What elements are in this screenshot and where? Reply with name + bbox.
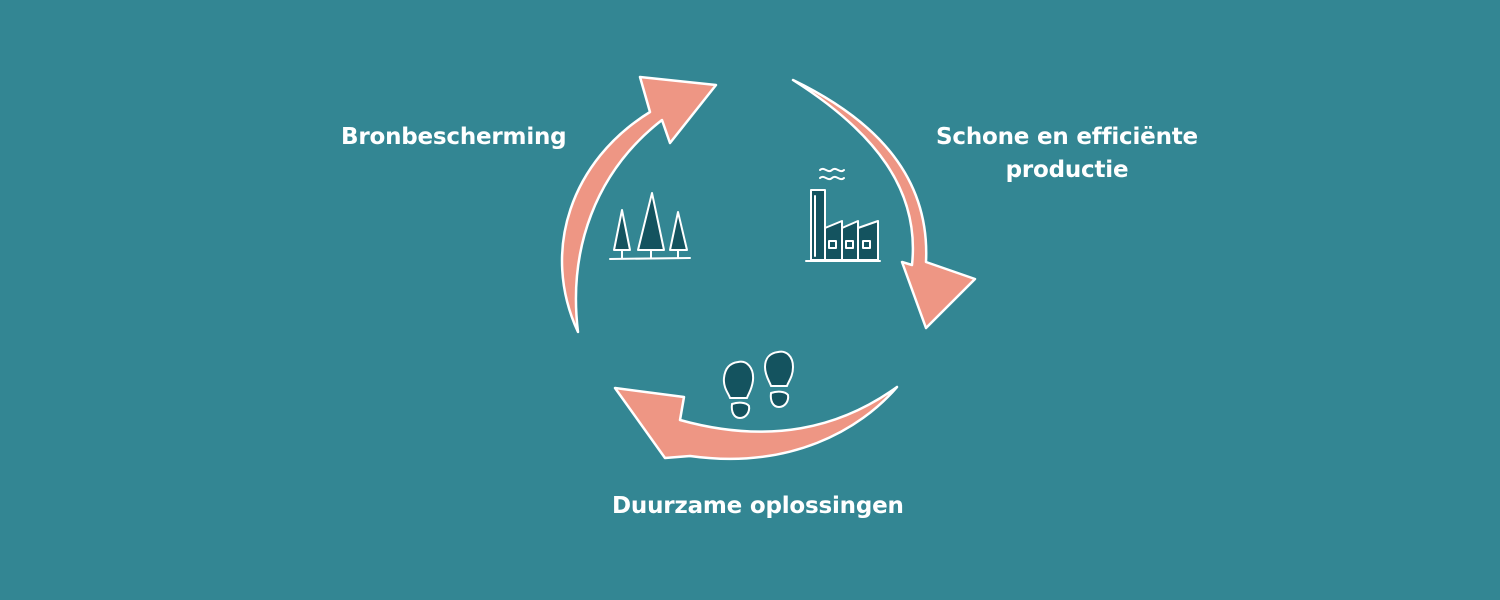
factory-icon	[805, 167, 881, 262]
label-clean-production-line1: Schone en efficiënte	[936, 124, 1198, 150]
trees-icon	[609, 192, 691, 260]
cycle-arrow-bottom	[613, 385, 899, 461]
label-clean-production-line2: productie	[1005, 157, 1129, 183]
label-sustainable-solutions: Duurzame oplossingen	[612, 493, 904, 519]
label-source-protection: Bronbescherming	[341, 124, 567, 150]
cycle-arrow-left	[560, 75, 718, 334]
footprints-icon	[722, 350, 794, 419]
cycle-arrow-right	[791, 78, 977, 330]
label-clean-production: Schone en efficiënte productie	[936, 121, 1198, 187]
